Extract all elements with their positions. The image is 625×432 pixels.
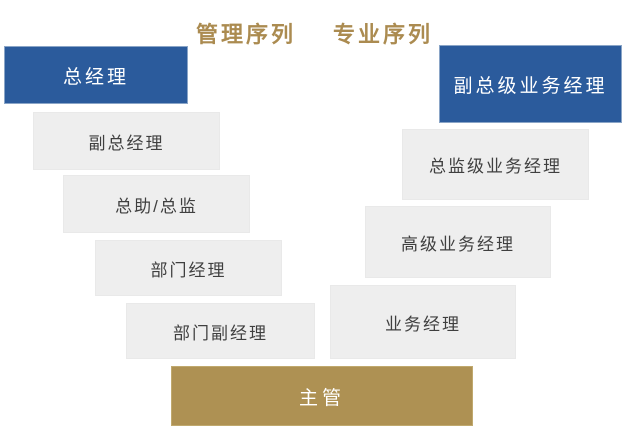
header-management-track: 管理序列 — [196, 22, 297, 47]
management-level-1-box: 副总经理 — [33, 112, 220, 170]
professional-top-label: 副总级业务经理 — [453, 75, 608, 97]
management-level-2-label: 总助/总监 — [115, 196, 198, 216]
professional-level-3-label: 业务经理 — [385, 314, 461, 334]
professional-level-2-label: 高级业务经理 — [401, 234, 515, 254]
shared-base-box: 主管 — [171, 366, 473, 426]
management-level-4-box: 部门副经理 — [126, 303, 315, 359]
header-professional-track: 专业序列 — [333, 22, 434, 47]
management-level-3-label: 部门经理 — [150, 260, 227, 280]
management-top-label: 总经理 — [62, 66, 129, 88]
professional-level-1-label: 总监级业务经理 — [429, 157, 562, 176]
professional-top-box: 副总级业务经理 — [439, 45, 622, 123]
management-level-4-label: 部门副经理 — [173, 323, 268, 343]
professional-level-3-box: 业务经理 — [330, 285, 516, 359]
management-level-2-box: 总助/总监 — [63, 175, 250, 233]
shared-base-label: 主管 — [298, 387, 345, 409]
management-top-box: 总经理 — [4, 46, 188, 104]
management-level-1-label: 副总经理 — [88, 133, 165, 153]
professional-level-1-box: 总监级业务经理 — [402, 129, 589, 200]
management-level-3-box: 部门经理 — [95, 240, 282, 296]
professional-level-2-box: 高级业务经理 — [365, 206, 551, 278]
